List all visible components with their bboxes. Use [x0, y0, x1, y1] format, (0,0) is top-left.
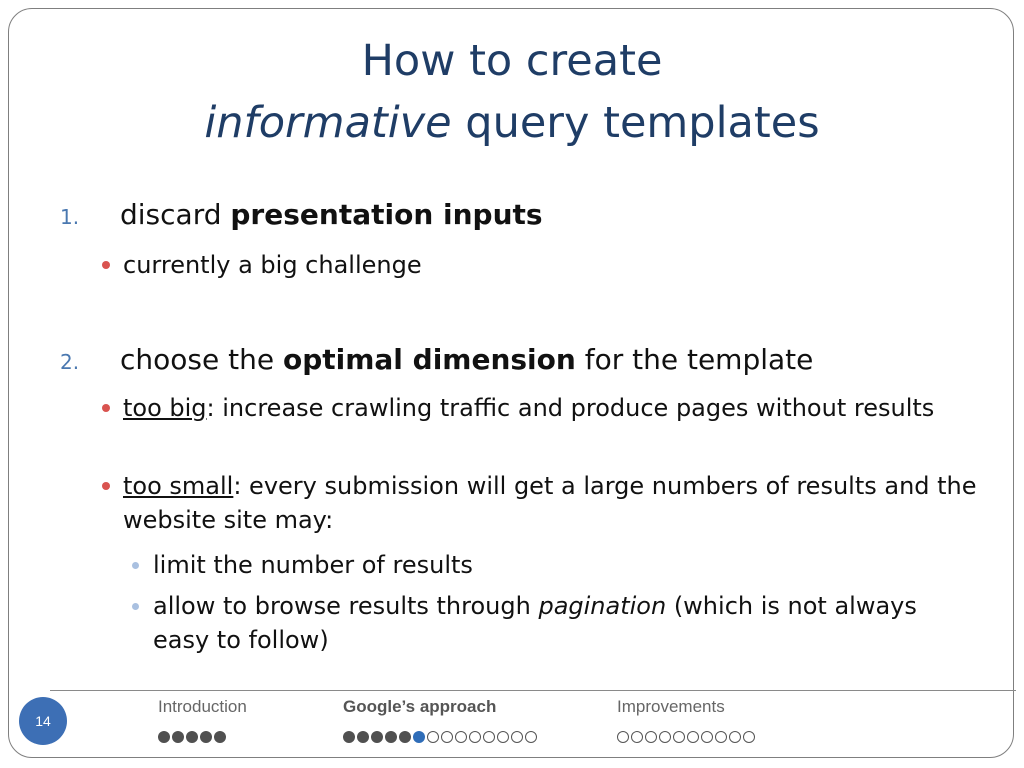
- title-line-1: How to create: [361, 36, 663, 86]
- nav-dot-empty-icon[interactable]: [469, 731, 481, 743]
- item-bold-text: presentation inputs: [230, 198, 543, 231]
- item-text: choose the: [120, 343, 283, 376]
- nav-dot-empty-icon[interactable]: [701, 731, 713, 743]
- nav-dot-empty-icon[interactable]: [617, 731, 629, 743]
- sub-sub-bullet: limit the number of results: [132, 548, 952, 582]
- underlined-term: too big: [123, 394, 207, 422]
- nav-dot-empty-icon[interactable]: [455, 731, 467, 743]
- nav-dot-empty-icon[interactable]: [631, 731, 643, 743]
- nav-dot-empty-icon[interactable]: [673, 731, 685, 743]
- sub-bullet-text: : increase crawling traffic and produce …: [206, 394, 935, 422]
- item-text-after: for the template: [575, 343, 814, 376]
- title-line-2: informative query templates: [0, 92, 1024, 154]
- nav-dot-current-icon[interactable]: [413, 731, 425, 743]
- nav-dot-filled-icon[interactable]: [385, 731, 397, 743]
- sub-sub-bullet-text-after: (which is not always easy to follow): [153, 592, 917, 654]
- nav-dot-empty-icon[interactable]: [525, 731, 537, 743]
- nav-dot-filled-icon[interactable]: [200, 731, 212, 743]
- title-italic-word: informative: [204, 98, 452, 148]
- nav-dot-empty-icon[interactable]: [687, 731, 699, 743]
- nav-dot-empty-icon[interactable]: [729, 731, 741, 743]
- sub-sub-bullet-text: limit the number of results: [153, 551, 473, 579]
- nav-section-improvements[interactable]: Improvements: [617, 697, 725, 716]
- nav-dot-empty-icon[interactable]: [497, 731, 509, 743]
- nav-section-introduction[interactable]: Introduction: [158, 697, 247, 716]
- nav-dot-empty-icon[interactable]: [743, 731, 755, 743]
- slide-frame: [8, 8, 1014, 758]
- footer-divider: [50, 690, 1016, 691]
- nav-dot-empty-icon[interactable]: [441, 731, 453, 743]
- page-number-badge: 14: [19, 697, 67, 745]
- bullet-dot-icon: [102, 482, 110, 490]
- slide-title: How to create informative query template…: [0, 30, 1024, 154]
- bullet-dot-icon: [132, 562, 139, 569]
- nav-dot-empty-icon[interactable]: [715, 731, 727, 743]
- nav-dot-empty-icon[interactable]: [483, 731, 495, 743]
- item-text: discard: [120, 198, 231, 231]
- bullet-dot-icon: [132, 603, 139, 610]
- italic-term: pagination: [538, 592, 667, 620]
- nav-dot-filled-icon[interactable]: [186, 731, 198, 743]
- nav-dots-introduction: [158, 731, 226, 743]
- sub-sub-bullet: allow to browse results through paginati…: [132, 589, 952, 657]
- nav-dot-filled-icon[interactable]: [172, 731, 184, 743]
- nav-dot-filled-icon[interactable]: [214, 731, 226, 743]
- underlined-term: too small: [123, 472, 234, 500]
- nav-dot-filled-icon[interactable]: [343, 731, 355, 743]
- sub-bullet: too small: every submission will get a l…: [102, 469, 982, 537]
- bullet-dot-icon: [102, 404, 110, 412]
- nav-dot-filled-icon[interactable]: [399, 731, 411, 743]
- sub-bullet: currently a big challenge: [102, 248, 982, 282]
- nav-dot-empty-icon[interactable]: [659, 731, 671, 743]
- nav-dot-empty-icon[interactable]: [511, 731, 523, 743]
- nav-dots-googles-approach: [343, 731, 537, 743]
- nav-dot-empty-icon[interactable]: [645, 731, 657, 743]
- nav-dot-empty-icon[interactable]: [427, 731, 439, 743]
- sub-bullet-text: currently a big challenge: [123, 251, 422, 279]
- list-item-1: 1. discard presentation inputs: [60, 197, 543, 235]
- bullet-dot-icon: [102, 261, 110, 269]
- sub-bullet-text: : every submission will get a large numb…: [123, 472, 977, 534]
- sub-bullet: too big: increase crawling traffic and p…: [102, 391, 982, 425]
- nav-dot-filled-icon[interactable]: [357, 731, 369, 743]
- nav-dot-filled-icon[interactable]: [158, 731, 170, 743]
- list-number: 1.: [60, 205, 80, 229]
- sub-sub-bullet-text: allow to browse results through: [153, 592, 539, 620]
- list-item-2: 2. choose the optimal dimension for the t…: [60, 342, 813, 380]
- list-number: 2.: [60, 350, 80, 374]
- nav-dots-improvements: [617, 731, 755, 743]
- title-line-2-rest: query templates: [451, 98, 820, 148]
- nav-dot-filled-icon[interactable]: [371, 731, 383, 743]
- nav-section-googles-approach[interactable]: Google’s approach: [343, 697, 497, 716]
- item-bold-text: optimal dimension: [282, 343, 576, 376]
